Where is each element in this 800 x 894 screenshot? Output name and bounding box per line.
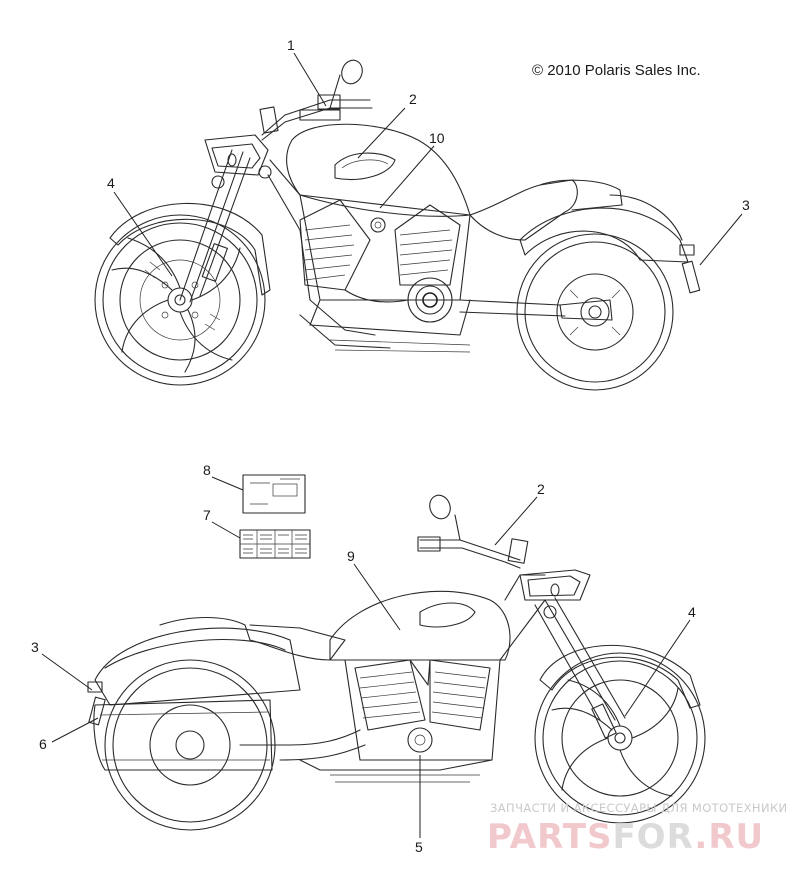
- bottom-headlight: [519, 569, 591, 601]
- bottom-callouts: 2 9 4 3 6 5: [31, 481, 696, 855]
- top-tail-light: [679, 244, 695, 256]
- watermark: ЗАПЧАСТИ И АКСЕССУАРЫ ДЛЯ МОТОТЕХНИКИ PA…: [487, 801, 788, 857]
- decal-7: [239, 529, 311, 559]
- bottom-front-fender: [539, 644, 701, 709]
- callout-bottom-4: 4: [688, 604, 696, 620]
- bottom-tank-badge: [419, 602, 476, 628]
- callout-bottom-5: 5: [415, 839, 423, 855]
- callout-top-1: 1: [287, 37, 295, 53]
- callout-bottom-7: 7: [203, 507, 211, 523]
- callout-top-2: 2: [409, 91, 417, 107]
- callout-bottom-8: 8: [203, 462, 211, 478]
- top-swingarm: [459, 299, 566, 317]
- callout-bottom-9: 9: [347, 548, 355, 564]
- top-front-fender: [109, 202, 271, 296]
- top-frame: [267, 159, 311, 301]
- top-fork: [179, 149, 251, 303]
- top-callouts: 1 2 10 4 3: [107, 37, 750, 277]
- bottom-motorcycle: [87, 494, 706, 831]
- bottom-seat-pillion: [159, 616, 251, 641]
- bottom-handlebar: [419, 539, 521, 561]
- top-mirror: [341, 59, 363, 85]
- bottom-front-wheel: [534, 652, 706, 824]
- top-rear-fender: [519, 207, 689, 263]
- top-engine: [299, 194, 471, 353]
- top-motorcycle: [94, 59, 701, 391]
- bottom-engine: [239, 659, 501, 761]
- bottom-saddlebag: [93, 699, 273, 771]
- decal-8: [242, 474, 306, 514]
- callout-bottom-3: 3: [31, 639, 39, 655]
- callout-top-10: 10: [429, 130, 445, 146]
- top-headlight: [204, 134, 269, 176]
- top-handlebar: [261, 99, 371, 136]
- top-rear-wheel: [516, 233, 674, 391]
- copyright-notice: © 2010 Polaris Sales Inc.: [532, 62, 701, 79]
- bottom-rear-fender: [94, 627, 301, 706]
- top-front-wheel: [94, 214, 266, 386]
- callout-bottom-2: 2: [537, 481, 545, 497]
- bottom-mirror: [429, 494, 451, 520]
- watermark-brand-parts: PARTSFOR.RU: [487, 817, 764, 857]
- watermark-tagline: ЗАПЧАСТИ И АКСЕССУАРЫ ДЛЯ МОТОТЕХНИКИ: [490, 801, 788, 815]
- top-seat: [469, 179, 578, 241]
- bottom-fork: [534, 597, 626, 721]
- bottom-tail-light: [87, 681, 103, 693]
- bottom-fuel-tank: [329, 590, 511, 661]
- top-tank-badge: [334, 152, 396, 181]
- callout-top-3: 3: [742, 197, 750, 213]
- callout-top-4: 4: [107, 175, 115, 191]
- callout-bottom-6: 6: [39, 736, 47, 752]
